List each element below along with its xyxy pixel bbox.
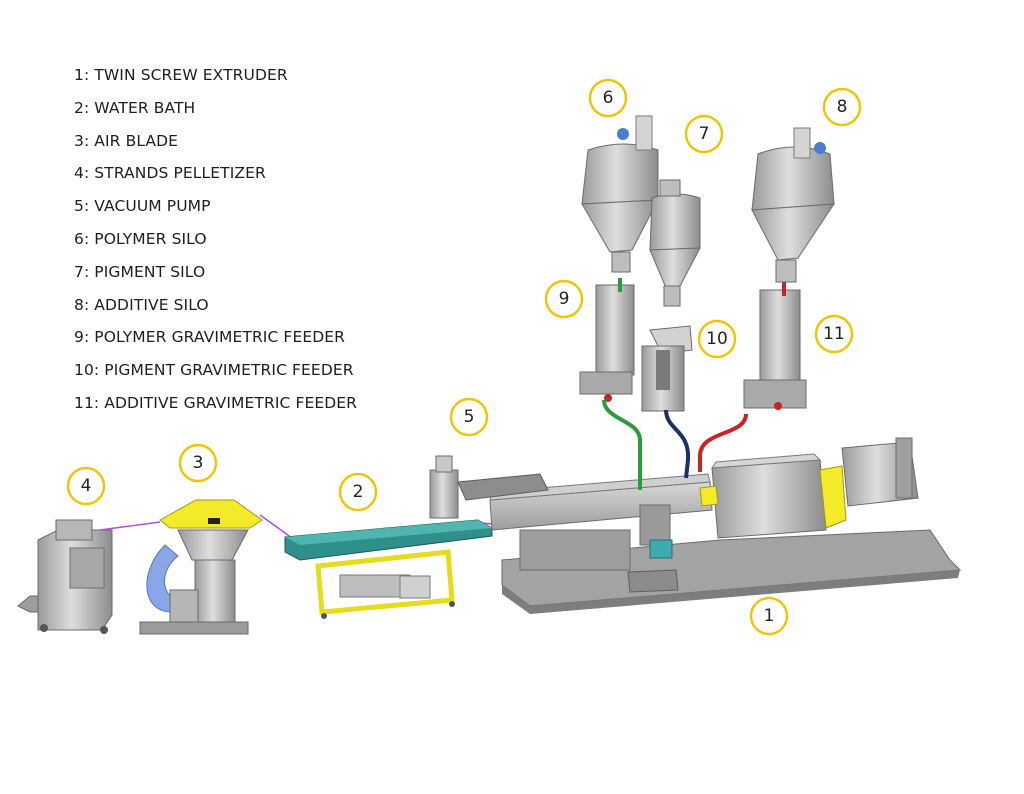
legend-item-twin-screw-extruder: 1: TWIN SCREW EXTRUDER [74,66,288,84]
pigment-silo [649,179,701,307]
callout-3: 3 [178,443,218,483]
legend-list: 1: TWIN SCREW EXTRUDER 2: WATER BATH 3: … [74,64,357,425]
polymer-hose [602,399,642,490]
callout-2: 2 [338,472,378,512]
callout-label: 6 [603,88,614,108]
callout-10: 10 [697,319,737,359]
legend-item-pigment-feeder: 10: PIGMENT GRAVIMETRIC FEEDER [74,361,354,380]
callout-9: 9 [544,279,584,319]
callout-6: 6 [588,78,628,118]
pigment-hose [664,409,691,479]
legend-item-air-blade: 3: AIR BLADE [74,131,179,150]
callout-7: 7 [684,114,724,154]
legend-item-polymer-feeder: 9: POLYMER GRAVIMETRIC FEEDER [74,328,346,347]
air-blade [139,499,263,635]
callout-label: 3 [193,453,204,473]
twin-screw-extruder [429,437,962,614]
callout-8: 8 [822,87,862,127]
callout-label: 7 [699,124,710,144]
callout-label: 1 [764,606,775,626]
pigment-gravimetric-feeder [641,325,693,412]
polymer-silo [581,115,659,273]
callout-label: 4 [81,476,92,496]
callout-label: 8 [837,97,848,117]
callout-label: 2 [353,482,364,502]
callout-label: 9 [559,289,570,309]
legend-item-vacuum-pump: 5: VACUUM PUMP [74,197,211,216]
callout-4: 4 [66,466,106,506]
additive-silo [751,127,835,283]
callout-11: 11 [814,314,854,354]
callout-label: 11 [823,324,845,344]
callout-5: 5 [449,397,489,437]
legend-item-strands-pelletizer: 4: STRANDS PELLETIZER [74,164,266,183]
legend-item-polymer-silo: 6: POLYMER SILO [74,229,207,248]
water-bath [284,519,493,619]
callout-label: 5 [464,407,475,427]
callout-1: 1 [749,596,789,636]
additive-hose [698,413,748,472]
legend-item-pigment-silo: 7: PIGMENT SILO [74,262,206,281]
polymer-gravimetric-feeder [579,284,635,402]
legend-item-water-bath: 2: WATER BATH [74,98,196,117]
callout-label: 10 [706,329,728,349]
legend-item-additive-silo: 8: ADDITIVE SILO [74,295,209,314]
legend-item-additive-feeder: 11: ADDITIVE GRAVIMETRIC FEEDER [74,393,358,412]
strands-pelletizer [17,519,113,634]
additive-gravimetric-feeder [743,289,807,410]
